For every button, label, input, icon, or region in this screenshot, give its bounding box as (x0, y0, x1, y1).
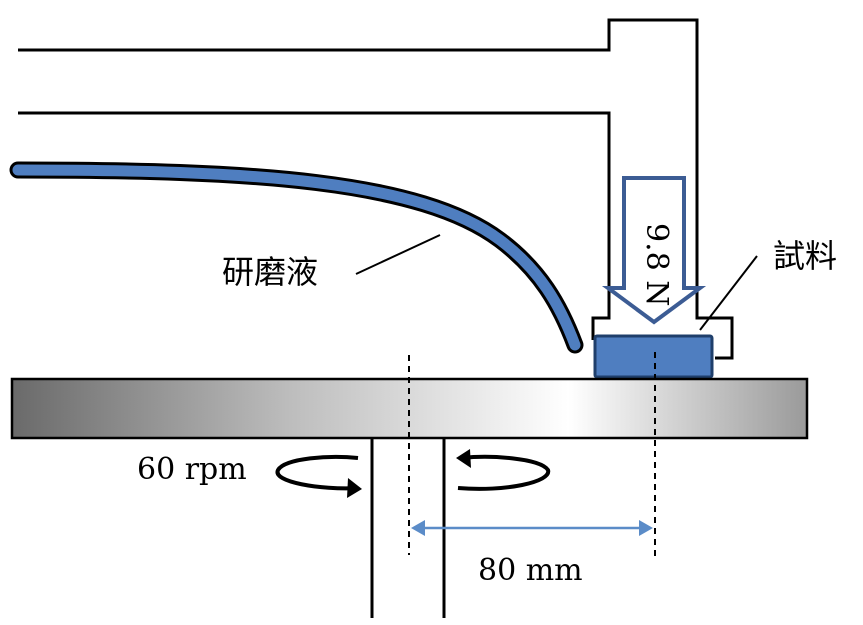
radius-dimension (411, 520, 653, 536)
holder-arm (18, 18, 734, 360)
rotation-speed-label: 60 rpm (137, 452, 247, 487)
slurry-leader-line (355, 234, 441, 275)
ccw-rotation-arrow-icon (275, 454, 362, 498)
radius-label: 80 mm (478, 553, 583, 588)
cw-rotation-arrow-icon (456, 449, 551, 491)
sample-label: 試料 (773, 237, 838, 275)
platen (10, 377, 809, 440)
sample-block (593, 334, 714, 379)
load-arrow-icon (601, 176, 707, 325)
load-label: 9.8 N (639, 223, 674, 307)
slurry-tube (12, 164, 581, 351)
slurry-label: 研磨液 (222, 253, 319, 291)
sample-leader-line (699, 255, 758, 331)
